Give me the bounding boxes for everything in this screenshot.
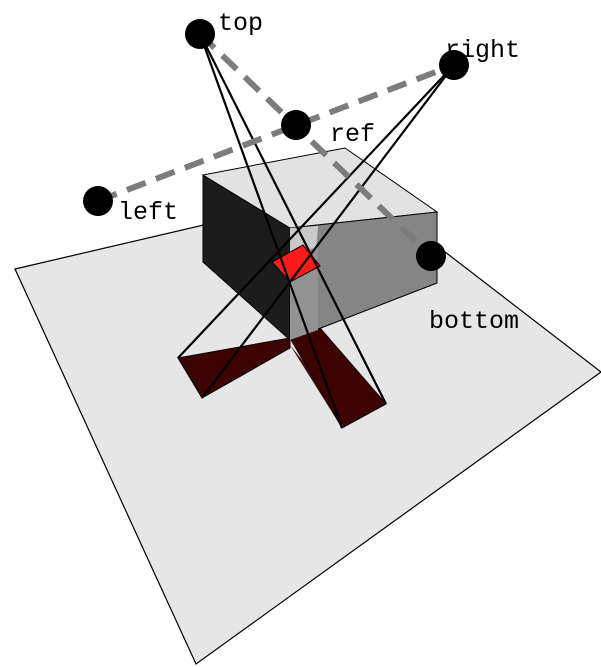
shadow-left-quad [177, 337, 291, 399]
ray-right-2 [201, 64, 455, 399]
point-bottom[interactable] [416, 241, 446, 271]
point-right[interactable] [439, 50, 469, 80]
point-left[interactable] [83, 186, 113, 216]
shadow-bottom-fill [290, 345, 342, 428]
ray-top-1 [198, 33, 344, 429]
label-ref: ref [330, 120, 375, 149]
point-labels: top right ref left bottom [118, 9, 520, 336]
dashed-links [96, 31, 456, 259]
control-points [83, 19, 469, 271]
ray-right-1 [177, 64, 455, 359]
dashed-link-left-right [96, 62, 456, 204]
box [201, 147, 439, 342]
projection-rays [177, 33, 455, 429]
ray-top-2 [199, 33, 387, 405]
label-left: left [118, 198, 178, 227]
dashed-link-top-bottom [197, 31, 434, 259]
point-ref[interactable] [281, 110, 311, 140]
label-right: right [445, 36, 520, 65]
point-top[interactable] [185, 19, 215, 49]
label-bottom: bottom [429, 307, 519, 336]
label-top: top [218, 9, 263, 38]
red-patch [271, 244, 321, 283]
